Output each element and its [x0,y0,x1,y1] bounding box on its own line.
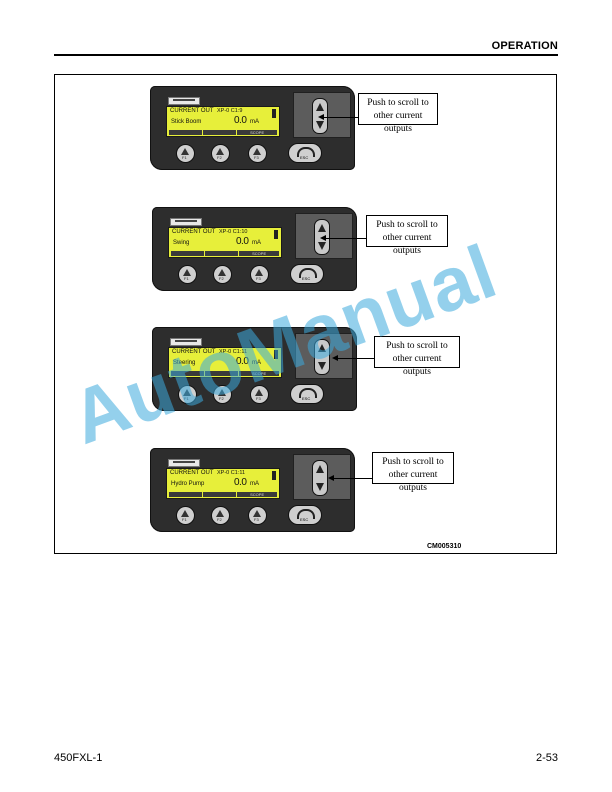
lcd-screen: CURRENT OUT XP-0 C1:11 Steering 0.0 mA S… [168,347,282,378]
lcd-value: 0.0 [236,236,249,247]
callout-arrow [320,235,366,241]
scroll-pad [295,333,353,379]
f2-button[interactable]: F2 [213,265,232,284]
return-arrow-icon [299,268,317,278]
display-panel: CURRENT OUT XP-0 C1:10 Swing 0.0 mA SCOP… [152,207,357,291]
callout-arrow [318,114,358,120]
esc-button[interactable]: ESC [290,264,324,284]
callout-arrow [332,355,374,361]
esc-button[interactable]: ESC [290,384,324,404]
softkey-bar: SCOPE [171,251,279,256]
f1-button[interactable]: F1 [178,265,197,284]
f3-button[interactable]: F3 [248,506,267,525]
lcd-value: 0.0 [236,356,249,367]
display-panel: CURRENT OUT XP-0 C1:11 Steering 0.0 mA S… [152,327,357,411]
softkey-bar: SCOPE [169,492,277,497]
lcd-output-label: Steering [173,360,196,366]
lcd-channel: XP-0 C1:11 [217,470,246,476]
scroll-indicator-icon [274,230,278,239]
f2-button[interactable]: F2 [213,385,232,404]
lcd-screen: CURRENT OUT XP-0 C1:11 Hydro Pump 0.0 mA… [166,468,280,499]
f1-button[interactable]: F1 [178,385,197,404]
scroll-pad [293,454,351,500]
f2-button[interactable]: F2 [211,144,230,163]
lcd-title: CURRENT OUT [170,108,214,114]
figure-id: CM005310 [427,543,462,550]
lcd-screen: CURRENT OUT XP-0 C1:10 Swing 0.0 mA SCOP… [168,227,282,258]
footer-page-number: 2-53 [535,752,558,764]
softkey-bar: SCOPE [169,130,277,135]
return-arrow-icon [299,388,317,398]
lcd-title: CURRENT OUT [172,349,216,355]
f3-button[interactable]: F3 [248,144,267,163]
lcd-output-label: Swing [173,240,190,246]
esc-button[interactable]: ESC [288,143,322,163]
scroll-indicator-icon [272,471,276,480]
lcd-value: 0.0 [234,477,247,488]
footer-model: 450FXL-1 [54,752,103,764]
lcd-output-label: Hydro Pump [171,481,205,487]
lcd-unit: mA [250,481,259,487]
scroll-indicator-icon [272,109,276,118]
logo [168,459,200,467]
section-header: OPERATION [491,40,558,52]
lcd-screen: CURRENT OUT XP-0 C1:9 Stick Boom 0.0 mA … [166,106,280,137]
softkey-bar: SCOPE [171,371,279,376]
lcd-unit: mA [252,240,261,246]
display-panel: CURRENT OUT XP-0 C1:9 Stick Boom 0.0 mA … [150,86,355,170]
lcd-channel: XP-0 C1:11 [219,349,248,355]
logo [170,338,202,346]
lcd-title: CURRENT OUT [170,470,214,476]
up-down-scroll-button[interactable] [312,460,328,496]
scope-label: SCOPE [239,371,279,376]
esc-button[interactable]: ESC [288,505,322,525]
lcd-channel: XP-0 C1:10 [219,229,248,235]
return-arrow-icon [297,147,315,157]
f2-button[interactable]: F2 [211,506,230,525]
lcd-value: 0.0 [234,115,247,126]
lcd-title: CURRENT OUT [172,229,216,235]
logo [168,97,200,105]
f1-button[interactable]: F1 [176,506,195,525]
lcd-unit: mA [252,360,261,366]
scope-label: SCOPE [239,251,279,256]
return-arrow-icon [297,509,315,519]
f3-button[interactable]: F3 [250,265,269,284]
scroll-indicator-icon [274,350,278,359]
figure-frame [54,74,557,554]
lcd-output-label: Stick Boom [171,119,202,125]
header-rule [54,54,558,56]
scroll-pad [293,92,351,138]
lcd-unit: mA [250,119,259,125]
lcd-channel: XP-0 C1:9 [217,108,243,114]
callout-arrow [328,475,372,481]
logo [170,218,202,226]
scope-label: SCOPE [237,130,277,135]
scope-label: SCOPE [237,492,277,497]
display-panel: CURRENT OUT XP-0 C1:11 Hydro Pump 0.0 mA… [150,448,355,532]
f3-button[interactable]: F3 [250,385,269,404]
f1-button[interactable]: F1 [176,144,195,163]
up-down-scroll-button[interactable] [314,339,330,375]
